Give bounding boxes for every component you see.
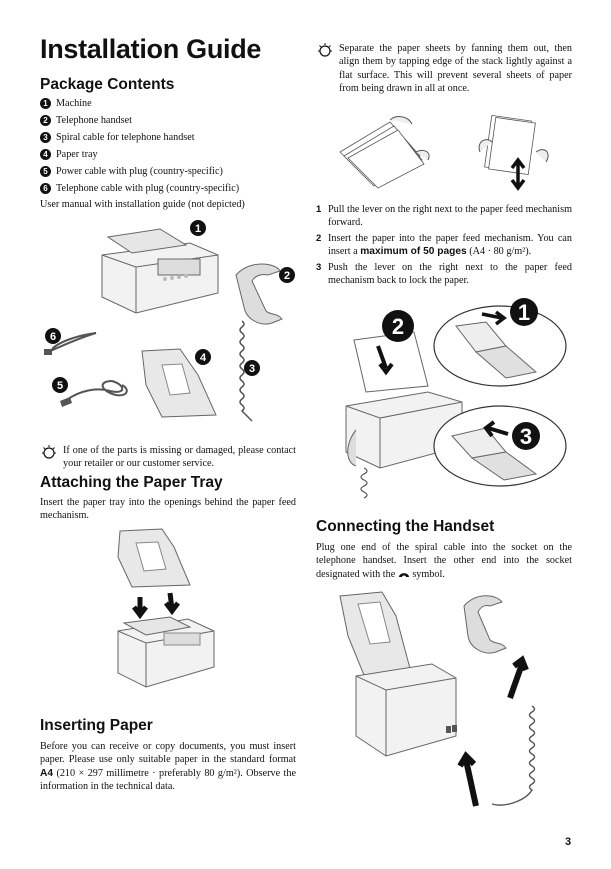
figure-label: 1 [195,223,201,235]
tray-heading: Attaching the Paper Tray [40,474,223,491]
lever-illustration: 2 1 3 [345,298,567,499]
tip-note: Separate the paper sheets by fanning the… [316,42,572,96]
tray-illustration [117,528,215,688]
figure-label: 4 [200,352,207,364]
paper-text: Before you can receive or copy documents… [40,741,296,793]
figure-label: 3 [249,363,255,375]
handset-heading: Connecting the Handset [316,518,495,535]
paper-heading: Inserting Paper [40,717,153,734]
handset-symbol-icon [398,573,409,577]
handset-illustration [339,591,536,807]
figure-label: 5 [57,380,63,392]
fanning-paper-illustration [339,115,549,191]
figure-label: 2 [392,314,404,339]
package-heading: Package Contents [40,76,175,93]
manual-note: User manual with installation guide (not… [40,199,245,210]
figure-label: 6 [50,331,56,343]
lightbulb-icon [318,43,332,57]
page-number: 3 [565,836,572,848]
handset-text: Plug one end of the spiral cable into th… [316,542,572,580]
package-illustration: 1 2 3 4 6 5 [44,220,295,422]
tray-text: Insert the paper tray into the openings … [40,497,296,522]
figure-label: 2 [284,270,290,282]
figure-label: 1 [518,300,530,325]
tip-note: If one of the parts is missing or damage… [40,444,296,471]
figure-label: 3 [520,424,532,449]
page-title: Installation Guide [40,34,262,64]
lightbulb-icon [42,445,56,459]
